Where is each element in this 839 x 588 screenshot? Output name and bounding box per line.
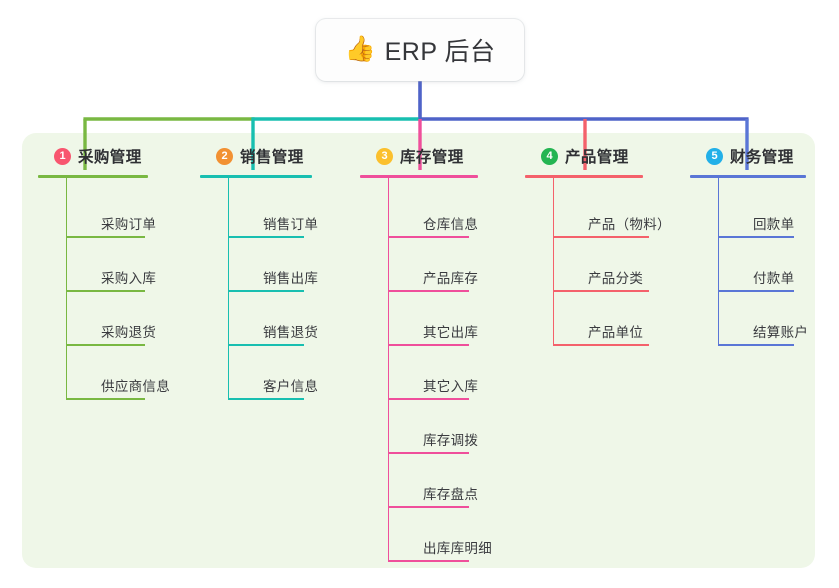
leaf-node[interactable]: 出库库明细 <box>389 508 510 562</box>
branch-number-badge-2: 2 <box>216 147 233 165</box>
leaf-label: 产品（物料） <box>588 217 671 232</box>
leaf-node[interactable]: 回款单 <box>719 184 839 238</box>
leaf-node[interactable]: 产品（物料） <box>554 184 680 238</box>
leaf-rule <box>67 236 145 238</box>
leaf-rule <box>389 398 469 400</box>
branch-header-5[interactable]: 5 财务管理 <box>690 144 839 168</box>
leaf-node[interactable]: 付款单 <box>719 238 839 292</box>
leaf-rule <box>67 398 145 400</box>
branch-title-2: 销售管理 <box>240 149 304 166</box>
branch-rule-3 <box>360 175 478 178</box>
branch-header-1[interactable]: 1 采购管理 <box>38 144 188 168</box>
leaf-rule <box>389 452 469 454</box>
leaf-rule <box>67 344 145 346</box>
leaf-node[interactable]: 库存调拨 <box>389 400 510 454</box>
branch-children-3: 仓库信息产品库存其它出库其它入库库存调拨库存盘点出库库明细 <box>388 178 510 562</box>
leaf-rule <box>389 344 469 346</box>
leaf-rule <box>389 236 469 238</box>
branch-column-1: 1 采购管理 采购订单采购入库采购退货供应商信息 <box>38 144 188 400</box>
leaf-label: 供应商信息 <box>101 379 170 394</box>
leaf-label: 回款单 <box>753 217 795 232</box>
branch-rule-1 <box>38 175 148 178</box>
leaf-label: 库存盘点 <box>423 487 479 502</box>
leaf-rule <box>229 236 304 238</box>
leaf-rule <box>389 290 469 292</box>
leaf-rule <box>389 560 469 562</box>
branch-number-badge-5: 5 <box>706 147 723 165</box>
leaf-node[interactable]: 供应商信息 <box>67 346 188 400</box>
leaf-label: 出库库明细 <box>423 541 492 556</box>
branch-rule-4 <box>525 175 643 178</box>
branch-title-1: 采购管理 <box>78 149 142 166</box>
leaf-node[interactable]: 销售退货 <box>229 292 350 346</box>
leaf-rule <box>67 290 145 292</box>
branch-number-badge-4: 4 <box>541 147 558 165</box>
leaf-node[interactable]: 库存盘点 <box>389 454 510 508</box>
branch-rule-2 <box>200 175 312 178</box>
leaf-node[interactable]: 采购入库 <box>67 238 188 292</box>
branch-children-5: 回款单付款单结算账户 <box>718 178 839 346</box>
leaf-label: 其它出库 <box>423 325 479 340</box>
leaf-node[interactable]: 采购退货 <box>67 292 188 346</box>
leaf-node[interactable]: 销售订单 <box>229 184 350 238</box>
leaf-label: 产品单位 <box>588 325 644 340</box>
leaf-label: 客户信息 <box>263 379 319 394</box>
branch-number-badge-3: 3 <box>376 147 393 165</box>
leaf-label: 库存调拨 <box>423 433 479 448</box>
leaf-label: 采购订单 <box>101 217 157 232</box>
leaf-label: 采购退货 <box>101 325 157 340</box>
leaf-node[interactable]: 产品库存 <box>389 238 510 292</box>
leaf-rule <box>389 506 469 508</box>
branch-number-badge-1: 1 <box>54 147 71 165</box>
branch-children-2: 销售订单销售出库销售退货客户信息 <box>228 178 350 400</box>
branch-header-4[interactable]: 4 产品管理 <box>525 144 680 168</box>
branch-title-3: 库存管理 <box>400 149 464 166</box>
leaf-label: 结算账户 <box>753 325 809 340</box>
leaf-label: 产品库存 <box>423 271 479 286</box>
branch-column-3: 3 库存管理 仓库信息产品库存其它出库其它入库库存调拨库存盘点出库库明细 <box>360 144 510 562</box>
leaf-node[interactable]: 客户信息 <box>229 346 350 400</box>
leaf-rule <box>719 236 794 238</box>
diagram-background-panel <box>22 133 815 568</box>
leaf-rule <box>229 398 304 400</box>
branch-title-4: 产品管理 <box>565 149 629 166</box>
root-node[interactable]: 👍 ERP 后台 <box>316 19 524 81</box>
leaf-label: 仓库信息 <box>423 217 479 232</box>
branch-children-4: 产品（物料） 产品分类产品单位 <box>553 178 680 346</box>
leaf-node[interactable]: 采购订单 <box>67 184 188 238</box>
leaf-node[interactable]: 产品单位 <box>554 292 680 346</box>
leaf-rule <box>229 290 304 292</box>
leaf-rule <box>719 290 794 292</box>
leaf-node[interactable]: 其它出库 <box>389 292 510 346</box>
leaf-label: 产品分类 <box>588 271 644 286</box>
branch-header-3[interactable]: 3 库存管理 <box>360 144 510 168</box>
leaf-node[interactable]: 其它入库 <box>389 346 510 400</box>
leaf-rule <box>554 236 649 238</box>
leaf-rule <box>719 344 794 346</box>
root-title: ERP 后台 <box>384 38 496 66</box>
branch-column-4: 4 产品管理 产品（物料） 产品分类产品单位 <box>525 144 680 346</box>
branch-title-5: 财务管理 <box>730 149 794 166</box>
leaf-node[interactable]: 仓库信息 <box>389 184 510 238</box>
leaf-label: 其它入库 <box>423 379 479 394</box>
leaf-label: 采购入库 <box>101 271 157 286</box>
branch-rule-5 <box>690 175 806 178</box>
leaf-label: 销售订单 <box>263 217 319 232</box>
leaf-rule <box>229 344 304 346</box>
leaf-label: 付款单 <box>753 271 795 286</box>
leaf-node[interactable]: 结算账户 <box>719 292 839 346</box>
leaf-label: 销售退货 <box>263 325 319 340</box>
branch-column-5: 5 财务管理 回款单付款单结算账户 <box>690 144 839 346</box>
leaf-node[interactable]: 销售出库 <box>229 238 350 292</box>
leaf-node[interactable]: 产品分类 <box>554 238 680 292</box>
branch-children-1: 采购订单采购入库采购退货供应商信息 <box>66 178 188 400</box>
leaf-label: 销售出库 <box>263 271 319 286</box>
leaf-rule <box>554 290 649 292</box>
leaf-rule <box>554 344 649 346</box>
thumbs-up-icon: 👍 <box>344 34 376 63</box>
branch-header-2[interactable]: 2 销售管理 <box>200 144 350 168</box>
branch-column-2: 2 销售管理 销售订单销售出库销售退货客户信息 <box>200 144 350 400</box>
